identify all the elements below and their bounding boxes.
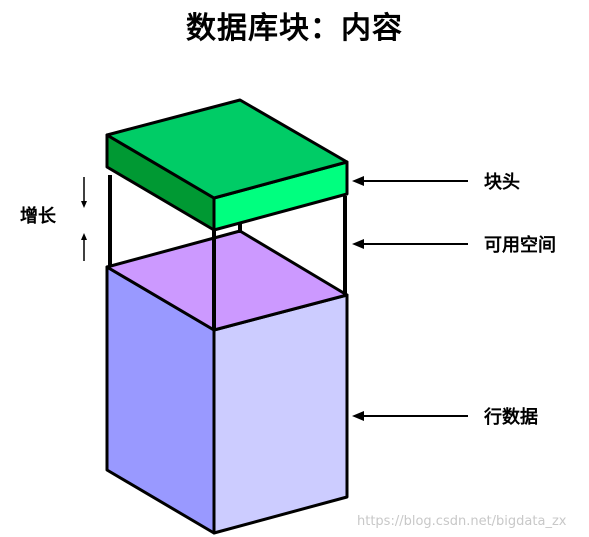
block-header-label: 块头: [484, 172, 520, 193]
growth-arrow-up: [81, 233, 87, 261]
row-data-front-face: [212, 293, 349, 535]
watermark: https://blog.csdn.net/bigdata_zx: [357, 514, 567, 529]
free-space-pointer: [352, 239, 468, 249]
free-space-label: 可用空间: [484, 234, 556, 256]
block-header-pointer: [352, 176, 468, 186]
growth-arrow-down: [81, 177, 87, 208]
row-data-pointer: [352, 411, 468, 421]
row-data-label: 行数据: [483, 406, 538, 428]
page-title: 数据库块：内容: [186, 11, 403, 46]
growth-label: 增长: [20, 205, 57, 227]
block-header-top-face: [105, 98, 349, 200]
